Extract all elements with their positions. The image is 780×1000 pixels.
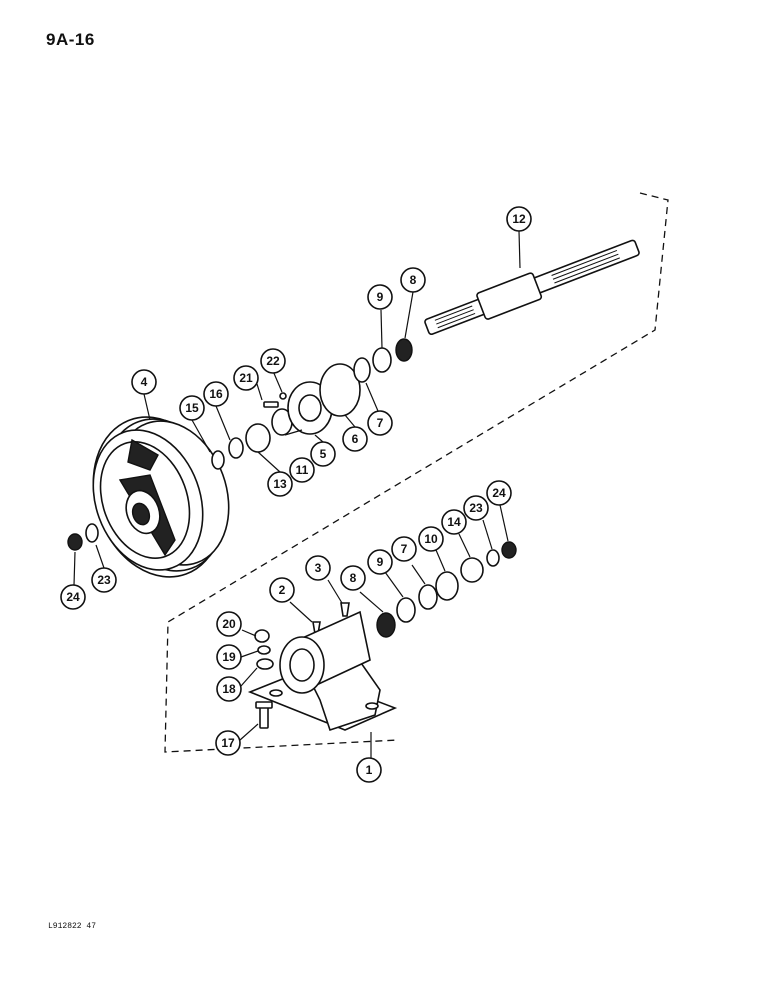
callout-label: 10 [424, 532, 438, 546]
assembly-dashed-boundary [164, 192, 669, 753]
pulley [92, 416, 230, 578]
callout-label: 4 [141, 375, 148, 389]
breather [340, 602, 350, 617]
callout-23: 23 [463, 495, 489, 521]
leader-lines [73, 230, 521, 758]
callout-label: 17 [221, 736, 235, 750]
nut [254, 629, 270, 643]
lock-washer [257, 645, 271, 655]
callout-11: 11 [289, 457, 315, 483]
callout-16: 16 [203, 381, 229, 407]
callout-24: 24 [60, 584, 86, 610]
callout-label: 15 [185, 401, 199, 415]
bushing [245, 423, 271, 453]
cap-screw [263, 401, 279, 408]
flat-washer [256, 658, 274, 670]
bolt [255, 701, 273, 729]
snap-ring [418, 584, 438, 610]
callout-12: 12 [506, 206, 532, 232]
spacer-ring [396, 597, 416, 623]
callout-19: 19 [216, 644, 242, 670]
callout-label: 9 [377, 290, 384, 304]
callout-9: 9 [367, 549, 393, 575]
callout-label: 3 [315, 561, 322, 575]
pillow-block-housing [247, 610, 398, 732]
washer [85, 523, 99, 543]
callout-9: 9 [367, 284, 393, 310]
gasket [319, 363, 361, 417]
nut [67, 533, 83, 551]
callout-label: 19 [222, 650, 236, 664]
callout-label: 20 [222, 617, 236, 631]
callout-20: 20 [216, 611, 242, 637]
callout-24: 24 [486, 480, 512, 506]
callout-label: 23 [97, 573, 111, 587]
bushing [460, 557, 484, 583]
shaft [424, 239, 640, 336]
callout-label: 9 [377, 555, 384, 569]
callout-22: 22 [260, 348, 286, 374]
callout-2: 2 [269, 577, 295, 603]
callout-label: 14 [447, 515, 461, 529]
callout-1: 1 [356, 757, 382, 783]
callout-label: 8 [410, 273, 417, 287]
nut [501, 541, 517, 559]
callout-8: 8 [400, 267, 426, 293]
callout-13: 13 [267, 471, 293, 497]
callout-label: 7 [401, 542, 408, 556]
spacer-ring [228, 437, 244, 459]
callout-label: 13 [273, 477, 287, 491]
callout-8: 8 [340, 565, 366, 591]
callout-5: 5 [310, 441, 336, 467]
callout-label: 2 [279, 583, 286, 597]
callout-4: 4 [131, 369, 157, 395]
callout-15: 15 [179, 395, 205, 421]
callout-10: 10 [418, 526, 444, 552]
callout-label: 16 [209, 387, 223, 401]
callout-label: 24 [66, 590, 80, 604]
callout-label: 11 [296, 463, 309, 477]
bearing-cone [395, 338, 413, 362]
callout-label: 7 [377, 416, 384, 430]
callout-7: 7 [367, 410, 393, 436]
callout-label: 1 [366, 763, 373, 777]
page-label: 9A-16 [46, 30, 95, 49]
lock-washer [279, 392, 287, 400]
washer [486, 549, 500, 567]
callout-17: 17 [215, 730, 241, 756]
callout-label: 8 [350, 571, 357, 585]
callout-label: 22 [266, 354, 280, 368]
bearing [435, 571, 459, 601]
callout-6: 6 [342, 426, 368, 452]
snap-ring [353, 357, 371, 383]
figure-code: L912822 47 [48, 922, 97, 931]
callout-14: 14 [441, 509, 467, 535]
bearing-cone [376, 612, 396, 638]
callout-3: 3 [305, 555, 331, 581]
callout-label: 23 [469, 501, 483, 515]
callout-7: 7 [391, 536, 417, 562]
spacer-ring [372, 347, 392, 373]
callout-label: 12 [512, 212, 526, 226]
callout-23: 23 [91, 567, 117, 593]
callout-21: 21 [233, 365, 259, 391]
callout-label: 6 [352, 432, 359, 446]
callout-18: 18 [216, 676, 242, 702]
callout-label: 24 [492, 486, 506, 500]
callout-label: 21 [239, 371, 253, 385]
callout-label: 18 [222, 682, 236, 696]
seal-ring [211, 450, 225, 470]
callout-label: 5 [320, 447, 327, 461]
